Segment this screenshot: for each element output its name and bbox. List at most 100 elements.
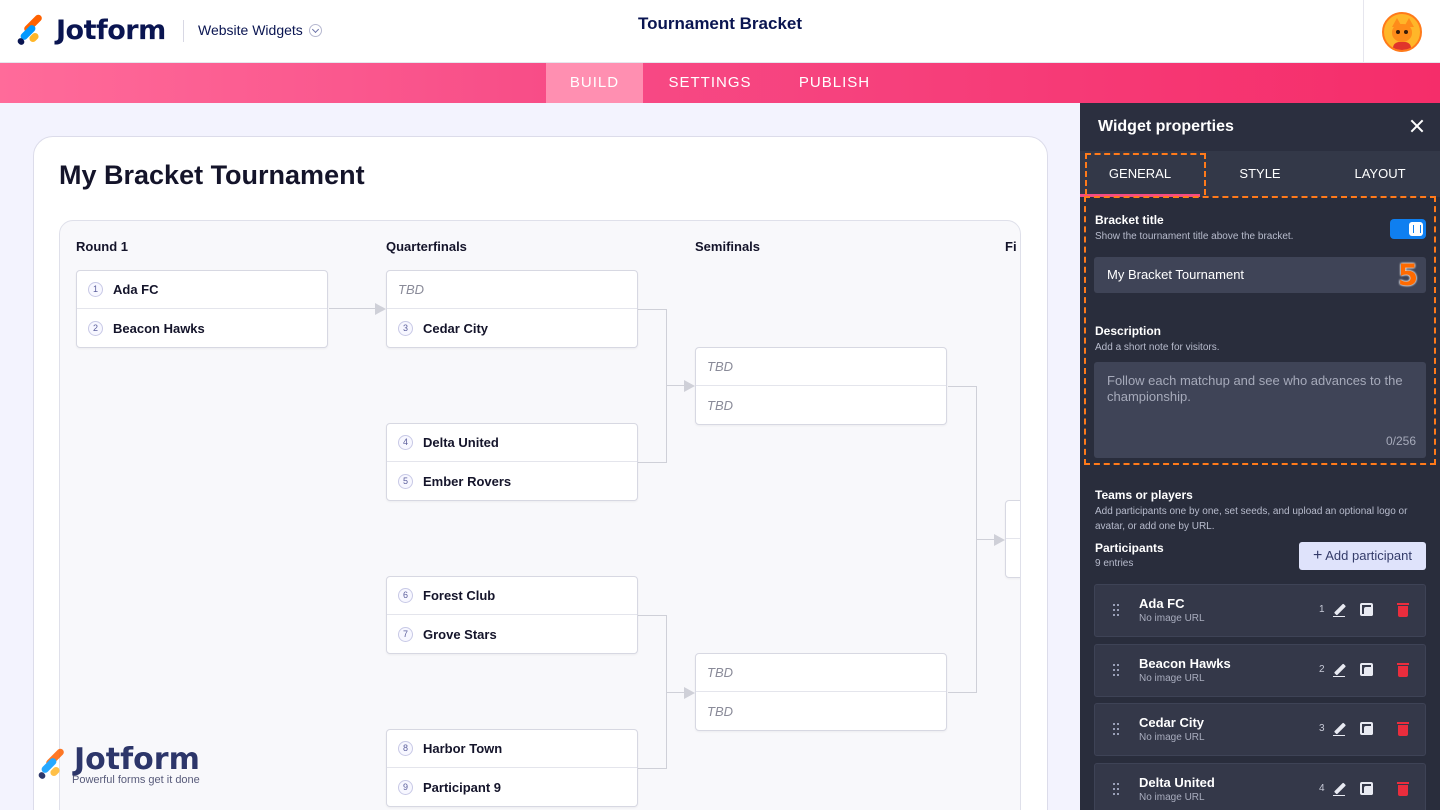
workspace-dropdown[interactable]: Website Widgets [198, 22, 322, 38]
panel-header: Widget properties [1080, 103, 1440, 151]
participant-image-status: No image URL [1139, 792, 1205, 803]
match-card-final[interactable] [1005, 500, 1020, 578]
seed-badge: 6 [398, 588, 413, 603]
description-textarea[interactable]: Follow each matchup and see who advances… [1094, 362, 1426, 458]
round-label-final: Fi [1005, 239, 1017, 254]
duplicate-icon[interactable] [1360, 603, 1374, 617]
participant-row[interactable]: Cedar City No image URL 3 [1094, 703, 1426, 756]
match-slot[interactable] [1006, 539, 1020, 577]
pencil-icon[interactable] [1332, 723, 1346, 737]
team-name: TBD [707, 703, 733, 719]
team-name: Beacon Hawks [113, 320, 205, 336]
jotform-logo-icon [37, 747, 68, 781]
participant-name: Ada FC [1139, 596, 1185, 611]
tab-layout[interactable]: LAYOUT [1354, 166, 1406, 181]
chevron-down-icon [308, 23, 322, 37]
seed-badge: 3 [398, 320, 413, 336]
connector-line [666, 309, 667, 463]
drag-handle-icon[interactable] [1113, 604, 1121, 618]
trash-icon[interactable] [1397, 663, 1409, 678]
seed-badge: 7 [398, 626, 413, 642]
duplicate-icon[interactable] [1360, 722, 1374, 736]
match-slot[interactable]: 6 Forest Club [387, 577, 637, 615]
tab-publish[interactable]: PUBLISH [798, 74, 871, 91]
description-hint: Add a short note for visitors. [1095, 342, 1220, 353]
match-slot[interactable]: TBD [387, 271, 637, 309]
teams-label: Teams or players [1095, 488, 1193, 502]
tab-style[interactable]: STYLE [1239, 166, 1281, 181]
seed-badge: 2 [88, 320, 103, 336]
bracket-title-input[interactable]: My Bracket Tournament 5 [1094, 257, 1426, 293]
pencil-icon[interactable] [1332, 664, 1346, 678]
pencil-icon[interactable] [1332, 604, 1346, 618]
duplicate-icon[interactable] [1360, 663, 1374, 677]
duplicate-icon[interactable] [1360, 782, 1374, 796]
header-divider [183, 20, 184, 42]
highlight-outline [1084, 196, 1436, 465]
match-card[interactable]: TBD TBD [695, 653, 947, 731]
connector-line [948, 386, 977, 387]
tab-general[interactable]: GENERAL [1080, 151, 1200, 197]
drag-handle-icon[interactable] [1113, 783, 1121, 797]
match-slot[interactable]: TBD [696, 386, 946, 424]
team-name: Harbor Town [423, 741, 503, 756]
participant-name: Delta United [1139, 775, 1215, 790]
team-name: Delta United [423, 435, 499, 450]
team-name: Participant 9 [423, 779, 502, 795]
match-card[interactable]: TBD TBD [695, 347, 947, 425]
add-participant-button[interactable]: + Add participant [1299, 542, 1426, 570]
participant-row[interactable]: Ada FC No image URL 1 [1094, 584, 1426, 637]
connector-line [638, 615, 667, 616]
tab-build[interactable]: BUILD [546, 63, 643, 103]
drag-handle-icon[interactable] [1113, 664, 1121, 678]
match-slot[interactable]: TBD [696, 692, 946, 730]
top-header: Jotform Website Widgets Tournament Brack… [0, 0, 1440, 63]
user-avatar[interactable] [1382, 12, 1422, 52]
char-counter: 0/256 [1385, 434, 1416, 448]
participants-label: Participants [1095, 541, 1164, 555]
round-label-round-1: Round 1 [76, 239, 128, 254]
participants-count: 9 entries [1095, 558, 1134, 569]
teams-hint: Add participants one by one, set seeds, … [1095, 506, 1408, 532]
match-slot[interactable]: TBD [696, 348, 946, 386]
connector-line [666, 385, 686, 386]
close-icon[interactable] [1410, 119, 1424, 133]
connector-arrow [994, 534, 1005, 546]
bracket-title-label: Bracket title [1095, 213, 1164, 227]
trash-icon[interactable] [1397, 603, 1409, 618]
match-slot[interactable]: TBD [696, 654, 946, 692]
participant-row[interactable]: Delta United No image URL 4 [1094, 763, 1426, 810]
description-placeholder: Follow each matchup and see who advances… [1107, 373, 1403, 404]
widget-properties-panel: Widget properties GENERAL STYLE LAYOUT B… [1080, 103, 1440, 810]
trash-icon[interactable] [1397, 782, 1409, 797]
jotform-logo[interactable]: Jotform [16, 13, 166, 47]
match-slot[interactable] [1006, 501, 1020, 539]
participant-row[interactable]: Beacon Hawks No image URL 2 [1094, 644, 1426, 697]
drag-handle-icon[interactable] [1113, 723, 1121, 737]
tab-settings[interactable]: SETTINGS [668, 74, 752, 91]
participant-image-status: No image URL [1139, 673, 1205, 684]
match-slot[interactable]: 2 Beacon Hawks [77, 309, 327, 347]
team-name: Forest Club [423, 588, 496, 603]
panel-tabs: GENERAL STYLE LAYOUT [1080, 151, 1440, 197]
builder-nav: BUILD SETTINGS PUBLISH [0, 63, 1440, 103]
trash-icon[interactable] [1397, 722, 1409, 737]
connector-arrow [375, 303, 386, 315]
pencil-icon[interactable] [1332, 783, 1346, 797]
participant-seed: 2 [1319, 664, 1325, 675]
panel-title: Widget properties [1098, 118, 1234, 135]
bracket-title-toggle[interactable] [1390, 219, 1426, 239]
description-label: Description [1095, 324, 1162, 338]
